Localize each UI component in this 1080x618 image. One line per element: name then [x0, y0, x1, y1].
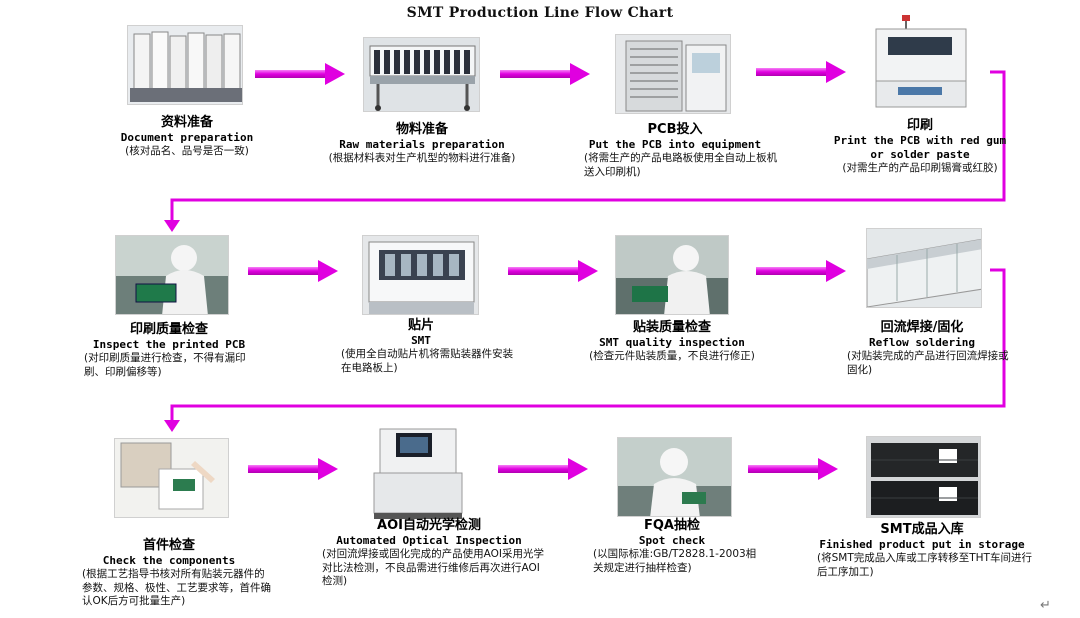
print-inspection-photo	[115, 235, 229, 315]
arrow-3-4	[756, 61, 846, 83]
step-11-note: (以国际标准:GB/T2828.1-2003相关规定进行抽样检查)	[593, 548, 757, 574]
step-6-zh: 贴片	[407, 318, 434, 333]
arrow-9-10	[248, 458, 338, 480]
step-7-en: SMT quality inspection	[599, 336, 745, 350]
step-8-zh: 回流焊接/固化	[880, 320, 964, 335]
step-11-zh: FQA抽检	[644, 518, 700, 533]
arrow-5-6	[248, 260, 338, 282]
step-9-en: Check the components	[102, 554, 236, 568]
printer-machine-photo	[868, 15, 973, 110]
chart-title: SMT Production Line Flow Chart	[406, 5, 674, 21]
step-7-note: (检查元件贴装质量，不良进行修正)	[589, 350, 755, 362]
step-2-en: Raw materials preparation	[339, 138, 505, 152]
arrow-2-3	[500, 63, 590, 85]
step-3-zh: PCB投入	[647, 122, 703, 137]
aoi-machine-photo	[370, 425, 465, 520]
step-8-note: (对贴装完成的产品进行回流焊接或固化)	[847, 350, 1009, 376]
step-3-en: Put the PCB into equipment	[588, 138, 762, 152]
first-article-check-photo	[114, 438, 229, 518]
step-8-en: Reflow soldering	[869, 336, 975, 350]
pick-place-machine-photo	[362, 235, 479, 315]
step-4-zh: 印刷	[906, 118, 933, 133]
spot-check-photo	[617, 437, 732, 517]
step-2-zh: 物料准备	[395, 122, 448, 137]
step-5-en: Inspect the printed PCB	[92, 338, 246, 352]
connector-arrowhead-1	[164, 220, 180, 232]
step-1-en: Document preparation	[120, 131, 254, 145]
step-4-en: Print the PCB with red gum or solder pas…	[833, 134, 1007, 161]
step-10-note: (对回流焊接或固化完成的产品使用AOI采用光学对比法检测，不良品需进行维修后再次…	[322, 548, 544, 588]
arrow-11-12	[748, 458, 838, 480]
step-3-note: (将需生产的产品电路板使用全自动上板机送入印刷机)	[584, 152, 778, 178]
step-12-zh: SMT成品入库	[880, 522, 964, 537]
material-reel-rack-photo	[363, 37, 480, 112]
arrow-1-2	[255, 63, 345, 85]
step-11-en: Spot check	[638, 534, 706, 548]
step-10-en: Automated Optical Inspection	[336, 534, 522, 548]
arrow-7-8	[756, 260, 846, 282]
step-12-note: (将SMT完成品入库或工序转移至THT车间进行后工序加工)	[817, 552, 1032, 578]
document-binders-photo	[127, 25, 243, 105]
step-12-en: Finished product put in storage	[819, 538, 1025, 552]
step-10-zh: AOI自动光学检测	[377, 518, 481, 533]
connector-row2-row3	[170, 268, 1006, 422]
step-2-note: (根据材料表对生产机型的物料进行准备)	[328, 152, 516, 164]
arrow-10-11	[498, 458, 588, 480]
step-9-zh: 首件检查	[142, 538, 195, 553]
smt-inspection-photo	[615, 235, 729, 315]
connector-arrowhead-2	[164, 420, 180, 432]
step-6-note: (使用全自动贴片机将需贴装器件安装在电路板上)	[341, 348, 514, 374]
reflow-oven-photo	[866, 228, 982, 308]
step-5-zh: 印刷质量检查	[129, 322, 208, 337]
step-1-note: (核对品名、品号是否一致)	[125, 145, 249, 157]
step-6-en: SMT	[411, 334, 431, 348]
step-7-zh: 贴装质量检查	[632, 320, 711, 335]
arrow-6-7	[508, 260, 598, 282]
return-symbol: ↵	[1040, 598, 1051, 613]
storage-boxes-photo	[866, 436, 981, 518]
step-4-note: (对需生产的产品印刷锡膏或红胶)	[842, 161, 998, 174]
step-5-note: (对印刷质量进行检查，不得有漏印刷、印刷偏移等)	[84, 352, 246, 378]
pcb-loader-photo	[615, 34, 731, 114]
step-9-note: (根据工艺指导书核对所有贴装元器件的参数、规格、极性、工艺要求等，首件确认OK后…	[82, 568, 271, 608]
step-1-zh: 资料准备	[160, 115, 213, 130]
connector-row1-row2	[170, 70, 1006, 222]
